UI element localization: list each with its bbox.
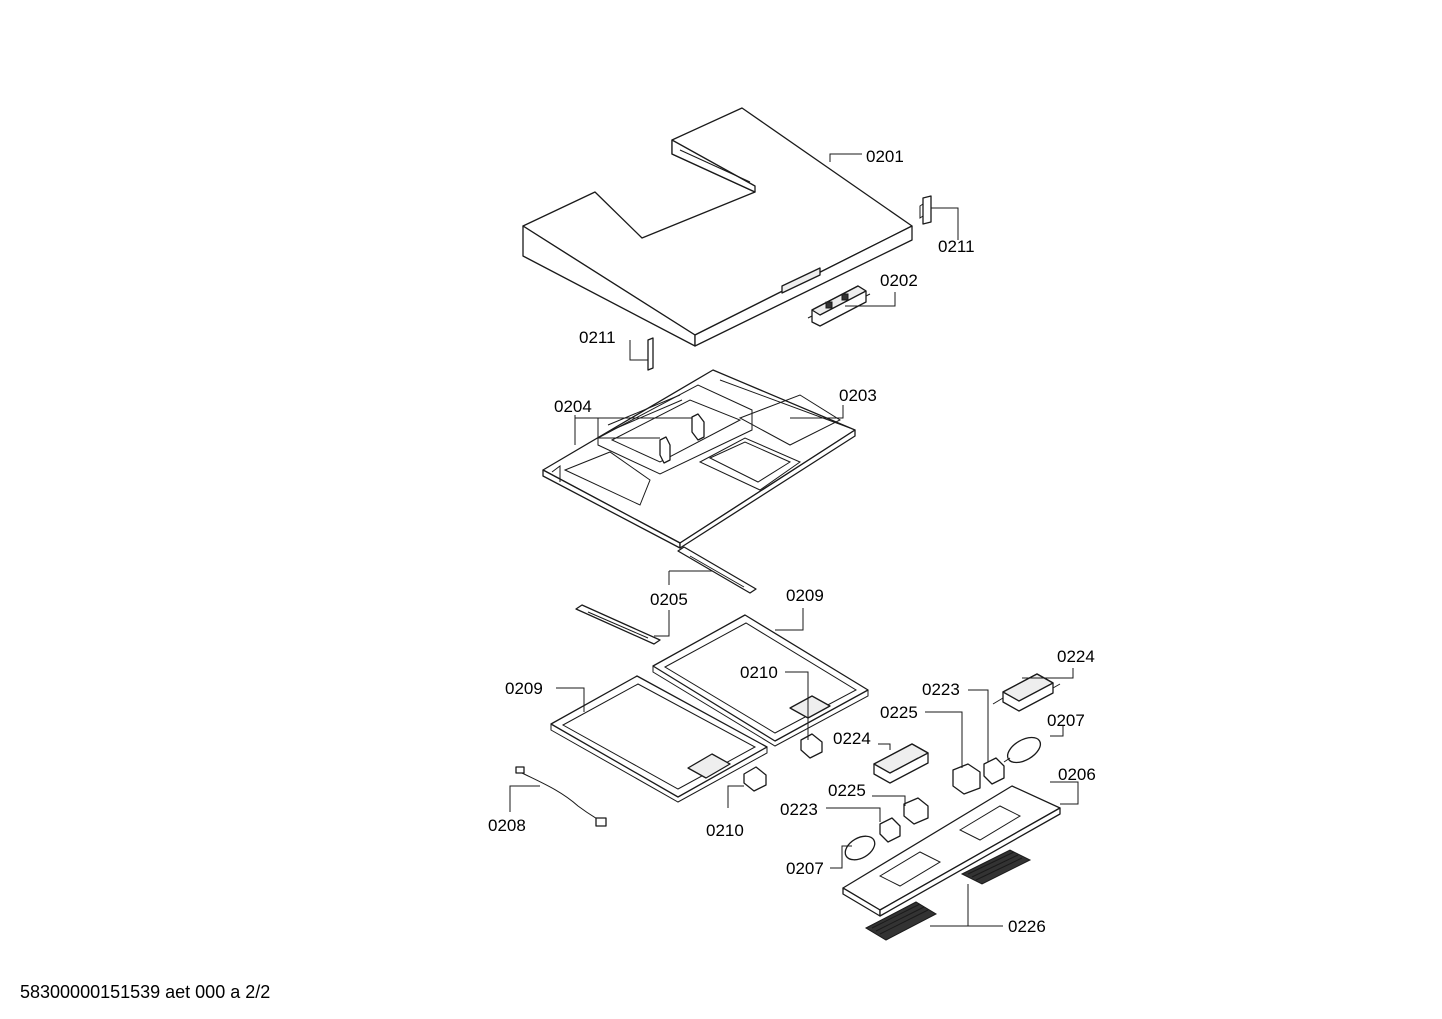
part-0223-holder-upper[interactable] xyxy=(983,757,1005,785)
part-0211-clip-right[interactable] xyxy=(919,195,932,225)
label-0223-upper: 0223 xyxy=(922,680,960,699)
part-0225-socket-upper[interactable] xyxy=(952,763,981,795)
part-0204-bracket-b[interactable] xyxy=(691,413,705,441)
part-0210-latch-upper[interactable] xyxy=(800,733,823,759)
part-0203-housing[interactable] xyxy=(542,369,856,549)
part-0210-latch-lower[interactable] xyxy=(743,766,767,792)
label-0211-right: 0211 xyxy=(938,237,975,256)
label-0201: 0201 xyxy=(866,147,904,166)
label-0223-lower: 0223 xyxy=(780,800,818,819)
label-0224-upper: 0224 xyxy=(1057,647,1095,666)
part-0223-holder-lower[interactable] xyxy=(879,817,901,843)
label-0207-lower: 0207 xyxy=(786,859,824,878)
part-0204-bracket-a[interactable] xyxy=(659,436,671,464)
label-0208: 0208 xyxy=(488,816,526,835)
label-0224-lower: 0224 xyxy=(833,729,871,748)
label-0226: 0226 xyxy=(1008,917,1046,936)
part-0209-filter-lower[interactable] xyxy=(550,675,768,803)
part-0226-grille-lower[interactable] xyxy=(864,901,938,941)
part-0205-rail-upper[interactable] xyxy=(677,546,757,594)
label-0204: 0204 xyxy=(554,397,592,416)
part-0207-bulb-lower[interactable] xyxy=(841,831,879,864)
document-id-footer: 58300000151539 aet 000 a 2/2 xyxy=(20,982,271,1002)
part-0205-rail-lower[interactable] xyxy=(575,604,661,645)
label-0209-lower: 0209 xyxy=(505,679,543,698)
label-0207-upper: 0207 xyxy=(1047,711,1085,730)
part-0208-cable[interactable] xyxy=(515,766,607,827)
part-0209-filter-upper[interactable] xyxy=(652,614,869,747)
part-0224-ballast-upper[interactable] xyxy=(992,673,1061,712)
part-0207-bulb-upper[interactable] xyxy=(1003,732,1044,767)
label-0225-upper: 0225 xyxy=(880,703,918,722)
leader-lines xyxy=(509,153,1079,927)
label-0210-lower: 0210 xyxy=(706,821,744,840)
part-0225-socket-lower[interactable] xyxy=(903,797,929,825)
part-0202-switch[interactable] xyxy=(807,285,871,327)
label-0203: 0203 xyxy=(839,386,877,405)
label-0209-upper: 0209 xyxy=(786,586,824,605)
part-0226-grille-upper[interactable] xyxy=(960,849,1032,885)
label-0225-lower: 0225 xyxy=(828,781,866,800)
part-labels: 0201 0211 0202 0211 0203 0204 0205 0209 … xyxy=(488,147,1096,936)
part-0206-lamp-housing[interactable] xyxy=(842,785,1061,917)
part-0224-ballast-lower[interactable] xyxy=(873,743,929,784)
label-0205: 0205 xyxy=(650,590,688,609)
part-0201-cover[interactable] xyxy=(522,107,913,347)
label-0206: 0206 xyxy=(1058,765,1096,784)
part-0211-clip-left[interactable] xyxy=(647,337,654,371)
label-0202: 0202 xyxy=(880,271,918,290)
label-0211-left: 0211 xyxy=(579,328,616,347)
label-0210-upper: 0210 xyxy=(740,663,778,682)
